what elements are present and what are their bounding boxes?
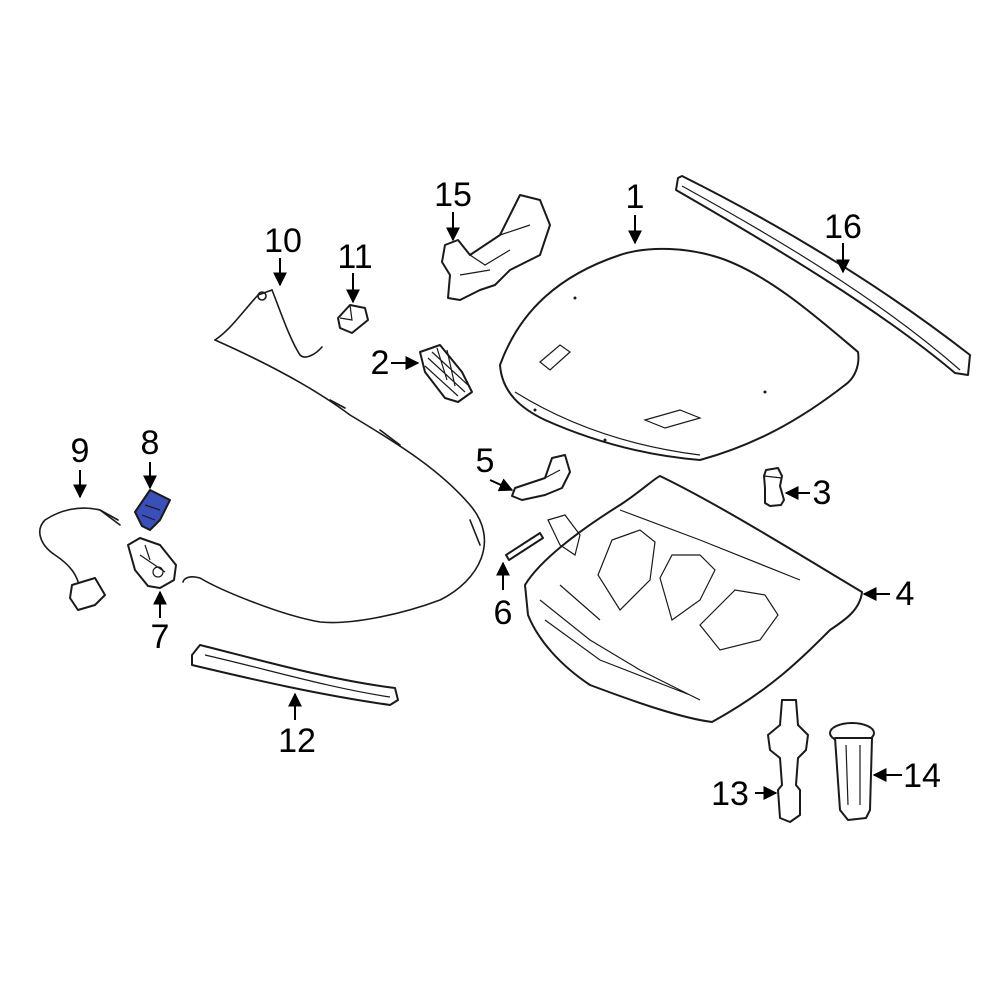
part-11-clip[interactable] [337, 304, 369, 334]
callout-10: 10 [264, 222, 302, 260]
callout-leaders [73, 212, 902, 800]
callout-1: 1 [626, 178, 645, 216]
callout-3: 3 [813, 474, 832, 512]
part-2-grille[interactable] [419, 344, 473, 403]
callout-labels: 1 2 3 4 5 6 7 8 9 10 11 12 13 14 15 16 [71, 176, 941, 813]
part-15-hinge[interactable] [441, 194, 551, 301]
callout-7: 7 [151, 618, 170, 656]
callout-13: 13 [711, 775, 749, 813]
callout-14: 14 [903, 757, 941, 795]
part-5-bracket[interactable] [511, 454, 571, 501]
part-13-strut[interactable] [767, 699, 809, 823]
part-7-latch[interactable] [127, 537, 177, 589]
part-3-bumper[interactable] [763, 467, 785, 507]
part-14-mount[interactable] [829, 722, 875, 821]
part-10-cable[interactable] [182, 289, 486, 624]
part-16-weatherstrip[interactable] [675, 175, 971, 376]
callout-15: 15 [434, 176, 472, 214]
callout-8: 8 [141, 424, 160, 462]
part-4-hood-inner[interactable] [524, 475, 863, 723]
part-6-rod[interactable] [505, 532, 544, 561]
callout-11: 11 [337, 238, 372, 276]
callout-9: 9 [71, 432, 90, 470]
callout-4: 4 [896, 575, 915, 613]
part-12-seal-strip[interactable] [191, 644, 399, 706]
callout-5: 5 [476, 442, 495, 480]
callout-6: 6 [494, 594, 513, 632]
part-1-hood-panel[interactable] [499, 247, 860, 461]
part-9-release-cable[interactable] [39, 507, 121, 611]
callout-12: 12 [278, 722, 316, 760]
callout-16: 16 [824, 208, 862, 246]
part-8-bracket-highlighted[interactable] [134, 489, 171, 531]
callout-2: 2 [371, 344, 390, 382]
